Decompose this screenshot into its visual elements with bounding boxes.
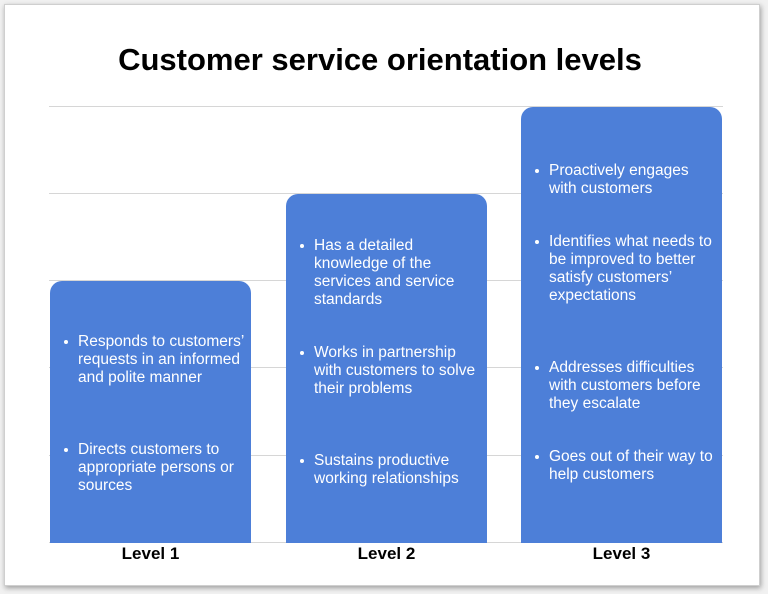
level-2-item: Sustains productive working relationship… [286,452,482,488]
level-3-item: Identifies what needs to be improved to … [521,233,717,305]
level-3-bar: Proactively engages with customers Ident… [521,107,722,543]
level-3-item: Proactively engages with customers [521,162,717,198]
level-2-label: Level 2 [357,544,416,563]
gridline [49,106,723,107]
diagram-title: Customer service orientation levels [118,42,642,77]
level-2-item: Works in partnership with customers to s… [286,344,482,398]
level-1-bar: Responds to customers’ requests in an in… [50,281,251,543]
level-1-label: Level 1 [121,544,180,563]
level-3-item: Addresses difficulties with customers be… [521,359,717,413]
gridline [49,193,723,194]
level-1-item: Responds to customers’ requests in an in… [50,333,258,387]
level-3-item: Goes out of their way to help customers [521,448,717,484]
level-2-bar: Has a detailed knowledge of the services… [286,194,487,543]
level-1-item: Directs customers to appropriate persons… [50,441,258,495]
level-3-label: Level 3 [592,544,651,563]
level-2-item: Has a detailed knowledge of the services… [286,237,482,309]
